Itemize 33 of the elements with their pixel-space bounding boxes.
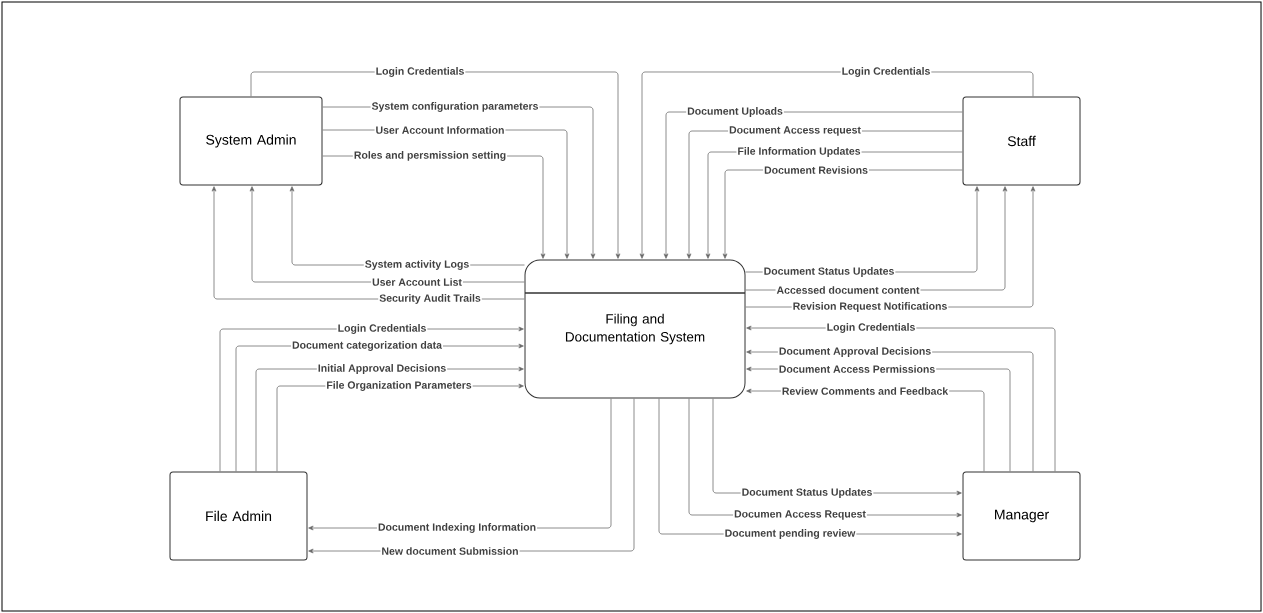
edge-label: Roles and persmission setting — [352, 150, 508, 162]
edge-label: Document Indexing Information — [376, 522, 538, 534]
edge-label: Revision Request Notifications — [791, 301, 949, 313]
entity-box: Staff — [962, 96, 1081, 186]
entity-box: System Admin — [179, 96, 323, 186]
edge-label: File Organization Parameters — [325, 380, 473, 392]
edge-label: Document Uploads — [686, 106, 784, 118]
edge-label: Accessed document content — [775, 285, 921, 295]
edge-label: User Account Information — [374, 125, 506, 135]
edge-label: New document Submission — [380, 546, 520, 556]
edge-label: Document Status Updates — [762, 266, 896, 278]
entity-box: File Admin — [169, 471, 308, 561]
edge-label: Login Credentials — [336, 323, 428, 335]
edge-label: Document Status Updates — [740, 487, 874, 499]
edge-label: Document Approval Decisions — [777, 346, 933, 358]
entity-box: Manager — [962, 471, 1081, 561]
edge-label: User Account List — [371, 277, 463, 287]
edge-label: System activity Logs — [363, 259, 471, 271]
edge-label: Document categorization data — [291, 340, 443, 352]
edge-label: File Information Updates — [736, 146, 862, 158]
edge-label: Security Audit Trails — [378, 293, 482, 305]
edge-label: System configuration parameters — [370, 101, 540, 113]
edge-label: Document Access Permissions — [777, 364, 937, 374]
process-box: Filing and Documentation System — [524, 259, 746, 399]
edge-label: Initial Approval Decisions — [316, 363, 448, 375]
edge-label: Document pending review — [723, 528, 857, 540]
edge-label: Login Credentials — [374, 66, 466, 78]
edge-label: Login Credentials — [825, 322, 917, 334]
edge-label: Documen Access Request — [733, 509, 867, 521]
edge-label: Document Revisions — [763, 165, 869, 175]
edge-label: Review Comments and Feedback — [780, 386, 950, 396]
edge-label: Document Access request — [728, 125, 862, 137]
edge-label: Login Credentials — [840, 66, 932, 78]
